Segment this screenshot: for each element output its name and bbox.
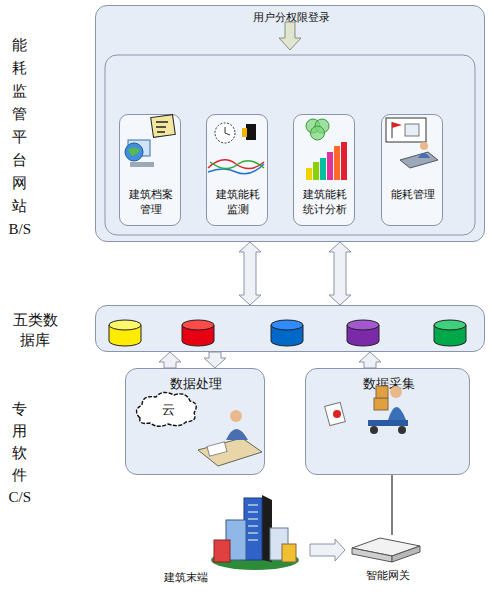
module-title: 建筑能耗统计分析 bbox=[298, 187, 352, 217]
login-text: 用户分权限登录 bbox=[96, 11, 486, 25]
module-box: 能耗管理 bbox=[381, 114, 443, 226]
database-band: 五类数据库 bbox=[95, 305, 485, 352]
side-heading: 专用软件C/S bbox=[8, 398, 32, 508]
block-arrow bbox=[204, 352, 226, 368]
illustration-label: 智能网关 bbox=[345, 569, 430, 583]
process-box: 数据处理 bbox=[125, 368, 265, 475]
block-arrow bbox=[310, 539, 345, 561]
module-box: 建筑能耗监测 bbox=[206, 114, 268, 226]
link-line bbox=[391, 475, 393, 535]
box-title: 数据采集 bbox=[306, 376, 471, 392]
platform-panel: 能耗监管平台网站B/S用户分权限登录建筑档案管理建筑能耗监测建筑能耗统计分析能耗… bbox=[95, 5, 485, 242]
module-title: 能耗管理 bbox=[386, 187, 440, 202]
process-box: 数据采集 bbox=[305, 368, 470, 475]
illustration-label: 建筑末端 bbox=[164, 571, 244, 585]
block-arrow bbox=[329, 242, 351, 305]
module-title: 建筑档案管理 bbox=[124, 187, 178, 217]
side-heading: 能耗监管平台网站B/S bbox=[8, 34, 32, 241]
building-node: 建筑末端 bbox=[160, 485, 310, 585]
gateway-node: 智能网关 bbox=[345, 535, 430, 585]
block-arrow bbox=[359, 352, 381, 368]
module-box: 建筑能耗统计分析 bbox=[293, 114, 355, 226]
block-arrow bbox=[159, 352, 181, 368]
building-illustration bbox=[211, 495, 299, 570]
gateway-device bbox=[352, 538, 420, 562]
block-arrow bbox=[239, 242, 261, 305]
side-heading: 五类数据库 bbox=[10, 310, 60, 350]
module-title: 建筑能耗监测 bbox=[211, 187, 265, 217]
module-box: 建筑档案管理 bbox=[119, 114, 181, 226]
box-title: 数据处理 bbox=[126, 376, 266, 392]
